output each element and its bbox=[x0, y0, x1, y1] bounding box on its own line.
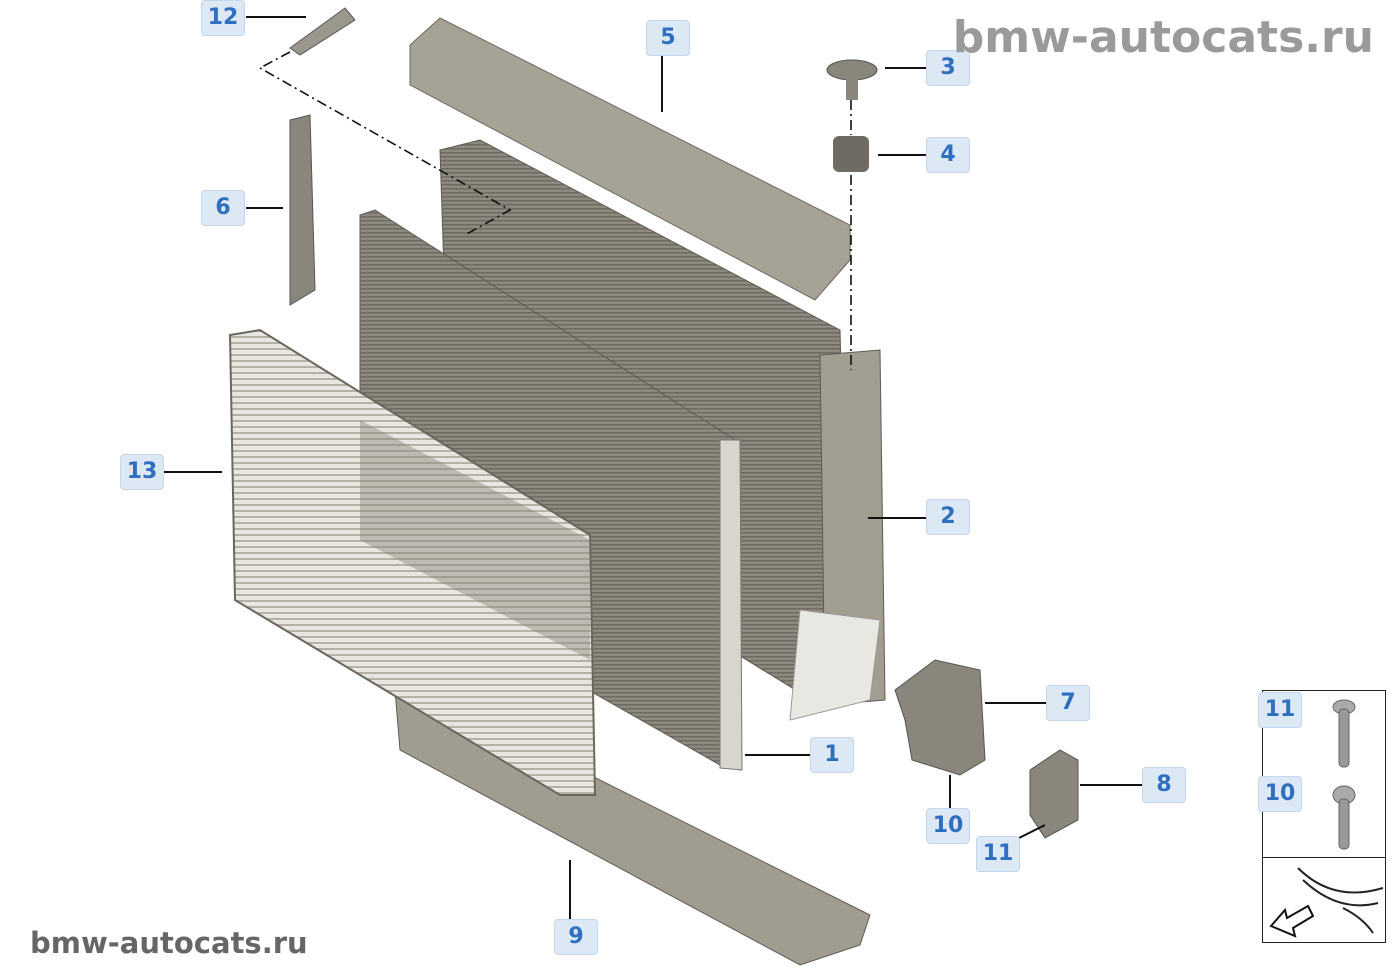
callout-12[interactable]: 12 bbox=[201, 0, 245, 36]
part-13-air-grille bbox=[228, 328, 597, 796]
callout-4[interactable]: 4 bbox=[926, 137, 970, 173]
part-4-rubber-mount bbox=[833, 136, 869, 172]
callout-2[interactable]: 2 bbox=[926, 499, 970, 535]
callout-13[interactable]: 13 bbox=[120, 454, 164, 490]
part-12-sensor bbox=[289, 7, 356, 56]
callout-6[interactable]: 6 bbox=[201, 190, 245, 226]
part-5-top-cover bbox=[409, 17, 851, 301]
callout-8[interactable]: 8 bbox=[1142, 767, 1186, 803]
screw-icon bbox=[1332, 785, 1356, 850]
callout-5[interactable]: 5 bbox=[646, 20, 690, 56]
inset-screw-10 bbox=[1262, 773, 1386, 858]
part-8-bracket bbox=[1029, 749, 1079, 839]
part-6-side-seal bbox=[289, 114, 316, 306]
callout-11[interactable]: 11 bbox=[976, 836, 1020, 872]
part-1-condenser bbox=[359, 209, 743, 771]
callout-1[interactable]: 1 bbox=[810, 737, 854, 773]
callout-3[interactable]: 3 bbox=[926, 50, 970, 86]
part-7-bracket bbox=[894, 659, 986, 776]
assembly-lines bbox=[258, 51, 852, 370]
inset-orientation bbox=[1262, 857, 1386, 943]
vehicle-front-arrow-icon bbox=[1269, 867, 1384, 938]
callout-10[interactable]: 10 bbox=[926, 808, 970, 844]
leader-lines bbox=[164, 16, 1142, 919]
screw-icon bbox=[1332, 699, 1356, 768]
inset-callout-10[interactable]: 10 bbox=[1258, 776, 1302, 812]
watermark-top: bmw-autocats.ru bbox=[952, 12, 1374, 63]
inset-callout-11[interactable]: 11 bbox=[1258, 692, 1302, 728]
callout-7[interactable]: 7 bbox=[1046, 685, 1090, 721]
callout-9[interactable]: 9 bbox=[554, 919, 598, 955]
watermark-bottom: bmw-autocats.ru bbox=[30, 926, 308, 960]
